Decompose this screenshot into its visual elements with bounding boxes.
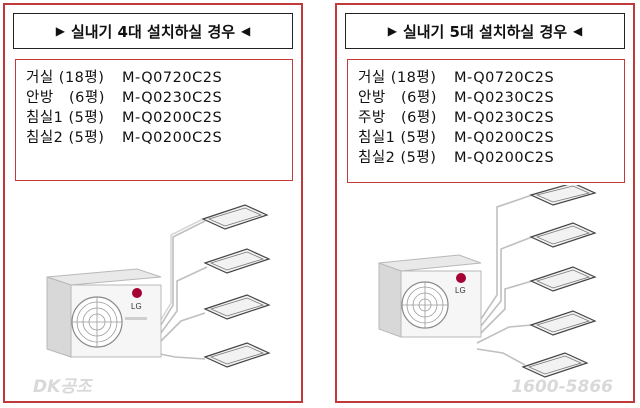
model-list: 거실 (18평) M-Q0720C2S 안방 (6평) M-Q0230C2S 침실1… <box>15 59 293 181</box>
indoor-cassette <box>203 248 271 274</box>
watermark: 1600-5866 <box>511 377 613 397</box>
model-row: 주방 (6평) M-Q0230C2S <box>358 108 624 128</box>
model-row: 거실 (18평) M-Q0720C2S <box>26 68 292 88</box>
brand-label: LG <box>131 302 142 311</box>
lg-logo-icon <box>132 288 142 298</box>
model-code: M-Q0720C2S <box>122 70 223 86</box>
model-row: 침실2 (5평) M-Q0200C2S <box>26 128 292 148</box>
refrigerant-pipes <box>476 194 533 366</box>
model-code: M-Q0200C2S <box>454 150 555 166</box>
panel-title: ▶ 실내기 5대 설치하실 경우 ◀ <box>345 13 625 49</box>
triangle-left-icon: ◀ <box>241 24 251 38</box>
triangle-left-icon: ◀ <box>573 24 583 38</box>
room-label: 거실 (18평) <box>358 70 437 86</box>
model-code: M-Q0200C2S <box>122 110 223 126</box>
room-label: 주방 (6평) <box>358 110 437 126</box>
indoor-cassette <box>521 352 589 378</box>
room-label: 안방 (6평) <box>358 90 437 106</box>
room-label: 거실 (18평) <box>26 70 105 86</box>
indoor-cassette <box>203 294 271 320</box>
triangle-right-icon: ▶ <box>55 24 65 38</box>
model-code: M-Q0230C2S <box>122 90 223 106</box>
room-label: 침실2 (5평) <box>26 130 105 146</box>
panel-4-units: ▶ 실내기 4대 설치하실 경우 ◀ 거실 (18평) M-Q0720C2S 안방… <box>3 3 303 403</box>
model-row: 침실1 (5평) M-Q0200C2S <box>358 128 624 148</box>
model-row: 안방 (6평) M-Q0230C2S <box>358 88 624 108</box>
model-row: 안방 (6평) M-Q0230C2S <box>26 88 292 108</box>
room-label: 침실1 (5평) <box>26 110 105 126</box>
model-code: M-Q0230C2S <box>454 110 555 126</box>
indoor-cassette <box>529 222 597 248</box>
indoor-cassette <box>203 342 271 368</box>
panel-title: ▶ 실내기 4대 설치하실 경우 ◀ <box>13 13 293 49</box>
room-label: 침실1 (5평) <box>358 130 437 146</box>
model-code: M-Q0720C2S <box>454 70 555 86</box>
installation-diagram: LG <box>378 185 597 378</box>
model-row: 거실 (18평) M-Q0720C2S <box>358 68 624 88</box>
lg-logo-icon <box>456 273 466 283</box>
model-code: M-Q0200C2S <box>454 130 555 146</box>
watermark: DK공조 <box>33 377 92 397</box>
panel-title-text: 실내기 5대 설치하실 경우 <box>402 22 568 41</box>
indoor-cassette <box>529 310 597 336</box>
model-code: M-Q0200C2S <box>122 130 223 146</box>
model-row: 침실2 (5평) M-Q0200C2S <box>358 148 624 168</box>
outdoor-unit: LG <box>46 268 162 358</box>
installation-diagram: LG <box>46 204 271 368</box>
room-label: 침실2 (5평) <box>358 150 437 166</box>
panel-title-text: 실내기 4대 설치하실 경우 <box>70 22 236 41</box>
indoor-cassette <box>201 204 269 230</box>
room-label: 안방 (6평) <box>26 90 105 106</box>
indoor-cassette <box>529 185 597 206</box>
model-code: M-Q0230C2S <box>454 90 555 106</box>
brand-label: LG <box>455 286 466 295</box>
indoor-cassette <box>529 266 597 292</box>
model-list: 거실 (18평) M-Q0720C2S 안방 (6평) M-Q0230C2S 주방 … <box>347 59 625 183</box>
outdoor-unit: LG <box>378 254 482 338</box>
panel-5-units: ▶ 실내기 5대 설치하실 경우 ◀ 거실 (18평) M-Q0720C2S 안방… <box>335 3 635 403</box>
triangle-right-icon: ▶ <box>387 24 397 38</box>
model-row: 침실1 (5평) M-Q0200C2S <box>26 108 292 128</box>
refrigerant-pipes <box>152 218 208 360</box>
